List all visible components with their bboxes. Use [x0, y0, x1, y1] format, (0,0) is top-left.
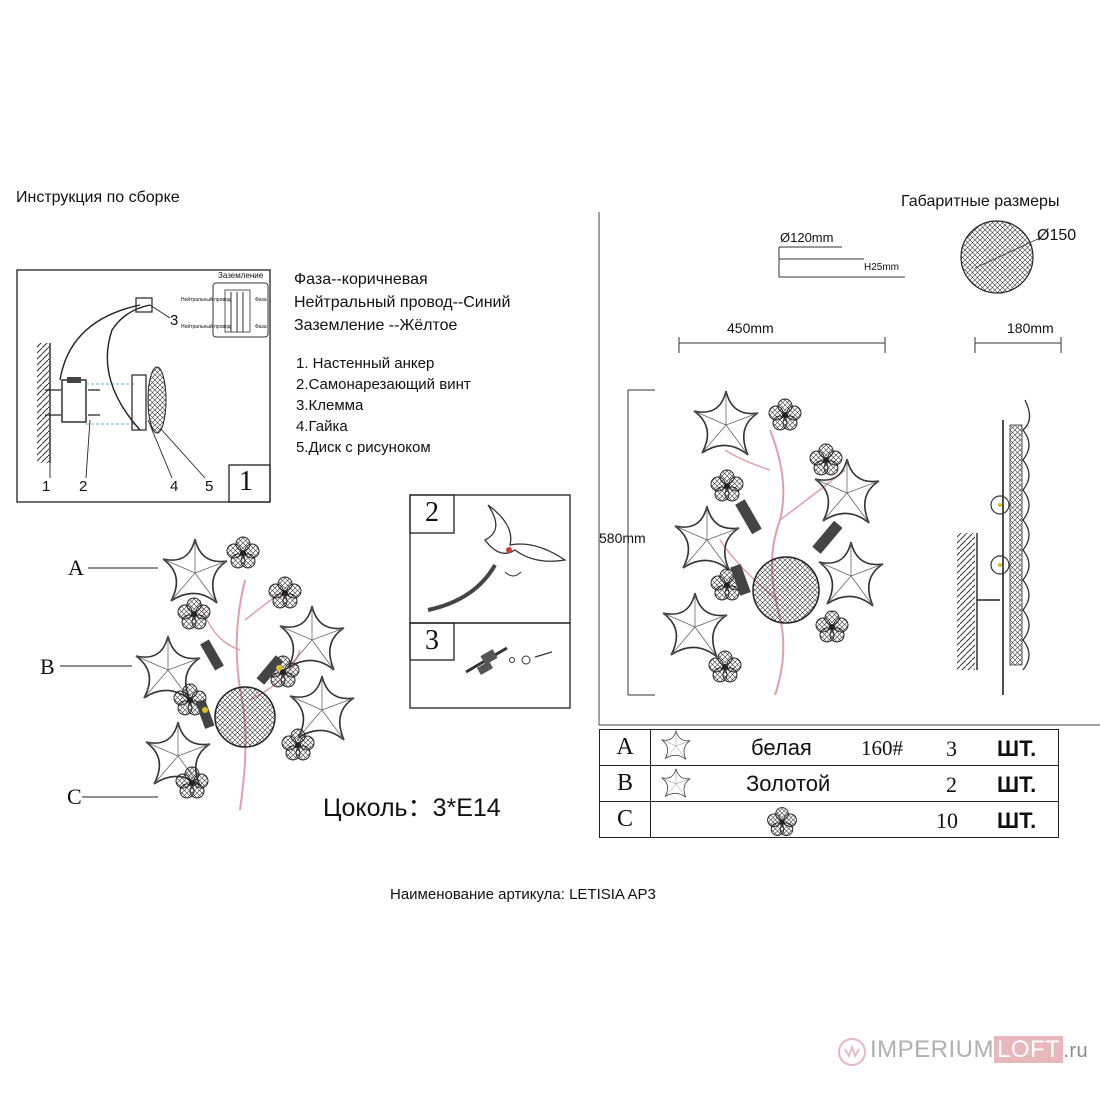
table-row: C 10 ШТ.	[599, 801, 1059, 838]
product-front-view	[60, 536, 355, 811]
parts-legend: 1. Настенный анкер 2.Самонарезающий винт…	[296, 353, 471, 458]
wire-phase: Фаза--коричневая	[294, 271, 428, 288]
legend-item: 2.Самонарезающий винт	[296, 376, 471, 393]
legend-item: 5.Диск с рисуноком	[296, 439, 431, 456]
product-dimension-front-view	[662, 390, 884, 696]
dimensions-frame	[598, 212, 1100, 726]
step-2-number: 2	[425, 497, 439, 528]
table-row: A белая 160# 3 ШТ.	[599, 729, 1059, 766]
terminal-neutral-label: Нейтральный провод	[181, 297, 231, 303]
terminal-neutral-label-2: Нейтральный провод	[181, 324, 231, 330]
part-unit: ШТ.	[997, 736, 1037, 761]
terminal-phase-label-2: Фаза	[255, 324, 267, 330]
parts-table: A белая 160# 3 ШТ. B Золотой 2 ШТ. C 10 …	[599, 729, 1059, 838]
callout-2: 2	[79, 478, 88, 495]
part-letter: C	[599, 801, 651, 838]
step-1-number: 1	[239, 466, 253, 497]
step-3-number: 3	[425, 625, 439, 656]
dim-width: 450mm	[727, 320, 774, 336]
dim-height: 580mm	[599, 530, 646, 546]
wire-ground: Заземление --Жёлтое	[294, 317, 458, 334]
legend-item: 1. Настенный анкер	[296, 355, 435, 372]
assembly-title: Инструкция по сборке	[16, 189, 180, 206]
part-name: белая	[751, 735, 812, 760]
dim-disc-diameter: Ø150	[1037, 227, 1077, 244]
part-qty: 3	[946, 736, 957, 761]
watermark-crest-icon	[838, 1038, 866, 1066]
legend-item: 3.Клемма	[296, 397, 364, 414]
base-spec: Цоколь：3*E14	[323, 794, 501, 822]
table-row: B Золотой 2 ШТ.	[599, 765, 1059, 802]
wire-neutral: Нейтральный провод--Синий	[294, 294, 511, 311]
dim-depth: 180mm	[1007, 320, 1054, 336]
watermark-loft: LOFT	[994, 1036, 1064, 1063]
part-qty: 10	[936, 808, 958, 833]
part-name: Золотой	[746, 771, 831, 796]
label-c: C	[67, 784, 82, 809]
part-letter: A	[599, 729, 651, 766]
dim-mount-diameter: Ø120mm	[780, 230, 834, 245]
callout-3: 3	[170, 312, 179, 329]
part-unit: ШТ.	[997, 772, 1037, 797]
dim-mount-height: H25mm	[864, 262, 900, 273]
label-a: A	[68, 555, 84, 580]
part-code: 160#	[861, 736, 903, 760]
callout-4: 4	[170, 478, 179, 495]
watermark-domain: .ru	[1063, 1040, 1089, 1062]
label-b: B	[40, 654, 55, 679]
terminal-ground-label: Заземление	[218, 271, 264, 280]
legend-item: 4.Гайка	[296, 418, 348, 435]
watermark-imperium: IMPERIUM	[870, 1036, 994, 1063]
dimensions-title: Габаритные размеры	[901, 193, 1060, 210]
step-1-frame	[16, 269, 271, 503]
step-3-frame	[409, 622, 571, 709]
callout-5: 5	[205, 478, 214, 495]
wiring-info: Фаза--коричневая Нейтральный провод--Син…	[294, 268, 510, 337]
callout-1: 1	[42, 478, 51, 495]
product-side-view	[957, 399, 1031, 695]
terminal-phase-label: Фаза	[255, 297, 267, 303]
part-qty: 2	[946, 772, 957, 797]
part-letter: B	[599, 765, 651, 802]
article-name: Наименование артикула: LETISIA AP3	[390, 886, 656, 903]
part-unit: ШТ.	[997, 808, 1037, 833]
step-2-frame	[409, 494, 571, 624]
